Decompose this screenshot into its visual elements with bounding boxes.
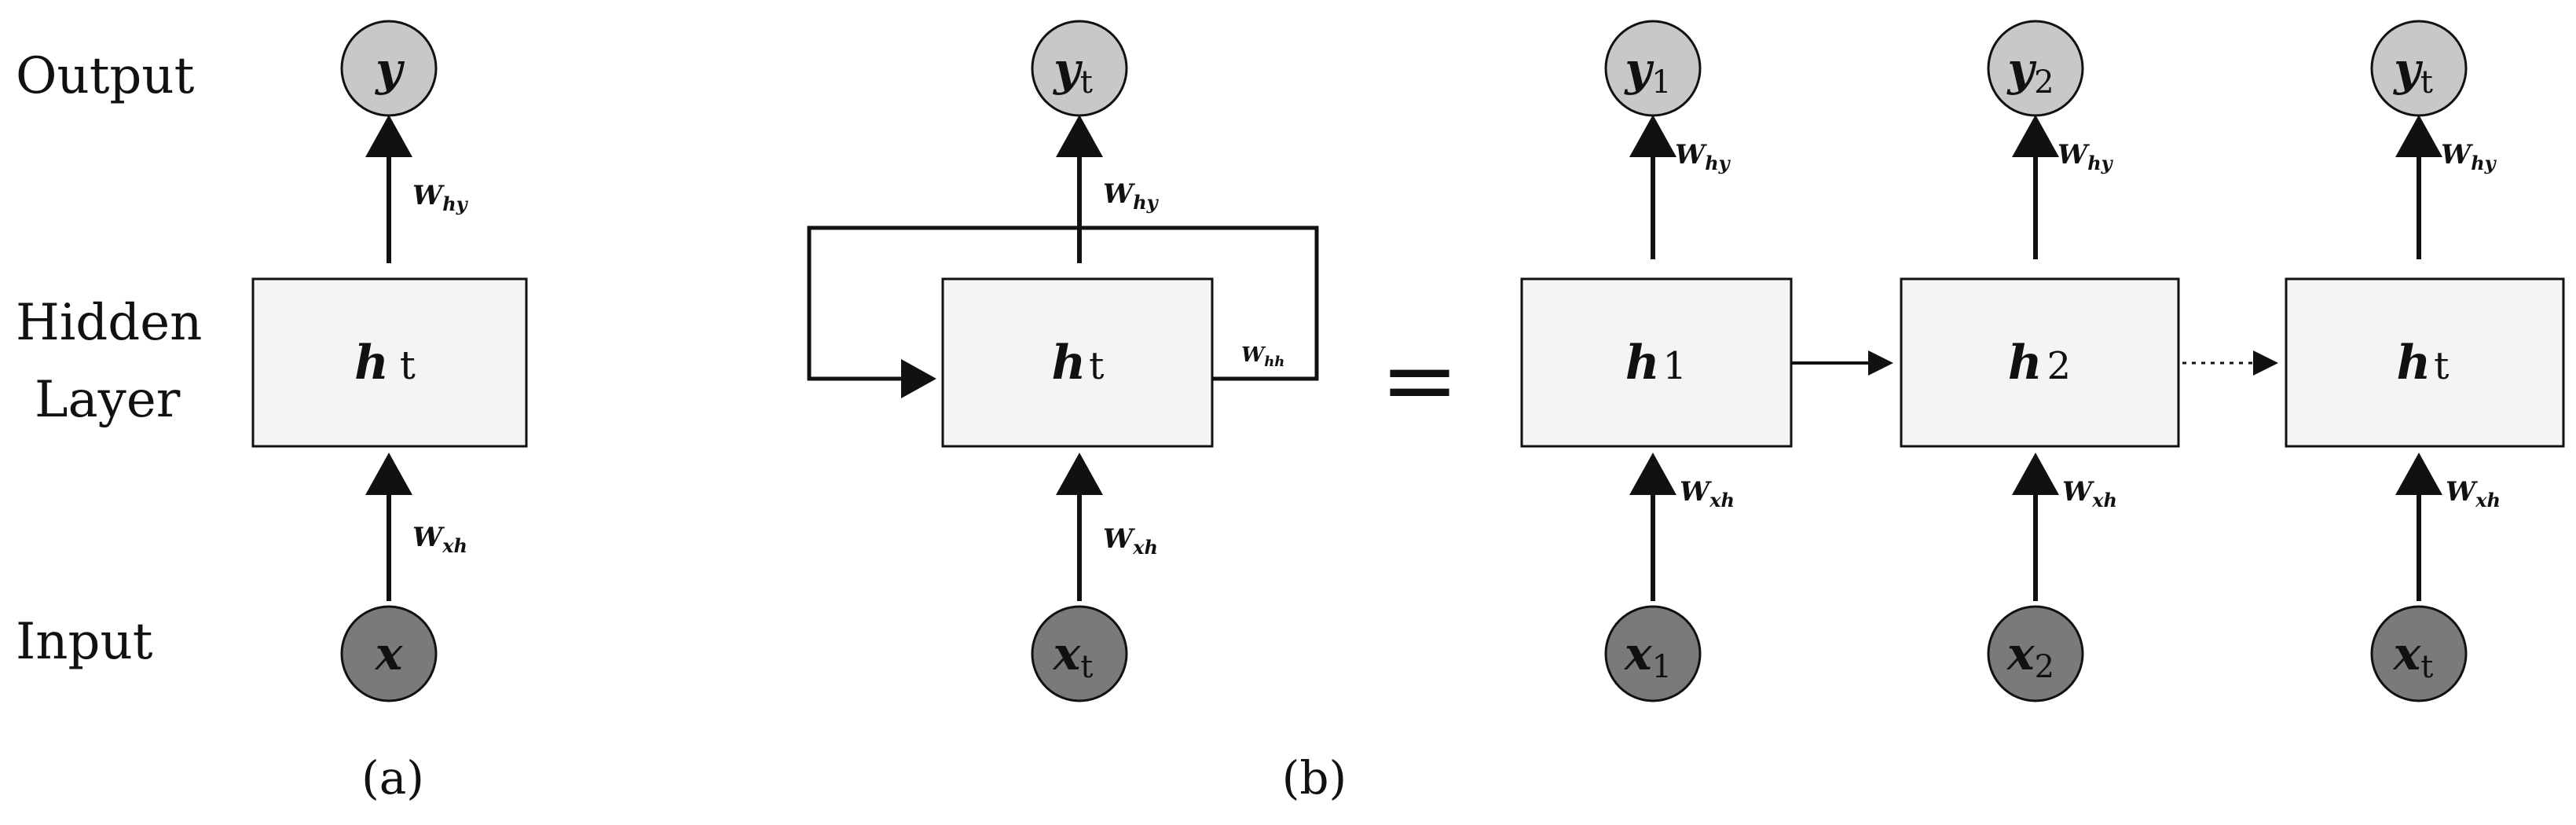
output-node-1-label: y1 [1623,42,1671,101]
unfolded-step-t: yt Why ht Wxh xt [2285,20,2565,702]
hidden-box-2 [1900,277,2180,448]
row-label-input: Input [16,613,153,671]
weight-label-xh-a: Wxh [412,522,467,557]
hidden-box-1-label: h1 [1625,336,1687,390]
equals-sign: = [1380,326,1460,435]
diagram-b-folded: yt Why Whh ht Wxh xt [807,20,1319,702]
output-node-a-label: y [374,42,405,96]
weight-label-xh-1: Wxh [1680,476,1735,512]
input-node-b-label: xt [1052,627,1094,685]
recurrent-loop-connector [807,226,1319,381]
output-node-2-label: y2 [2006,42,2054,101]
output-node-t-label: yt [2392,42,2433,101]
hidden-box-1 [1520,277,1793,448]
caption-a: (a) [361,751,424,805]
hidden-box-t [2285,277,2565,448]
input-node-2-label: x2 [2006,627,2054,685]
hidden-box-a [251,277,528,448]
input-node-a [340,605,438,702]
weight-label-xh-2: Wxh [2062,476,2117,512]
weight-label-xh-t: Wxh [2446,476,2501,512]
row-label-hidden-line2: Layer [35,371,181,429]
input-node-b [1031,605,1128,702]
input-node-t [2370,605,2468,702]
weight-label-xh-b: Wxh [1103,523,1158,559]
input-node-1-label: x1 [1623,627,1672,685]
hidden-box-b [941,277,1214,448]
row-label-output: Output [16,47,195,105]
output-node-b-label: yt [1052,42,1093,101]
row-label-hidden-line1: Hidden [16,294,202,352]
input-node-t-label: xt [2392,627,2434,685]
input-node-a-label: x [374,627,404,680]
unfolded-step-1: y1 Why h1 Wxh x1 [1520,20,1793,702]
hidden-box-t-label: ht [2397,336,2450,390]
hidden-box-b-label: ht [1052,336,1105,390]
input-node-1 [1604,605,1702,702]
weight-label-hy-2: Why [2058,139,2114,174]
weight-label-hy-b: Why [1103,178,1160,214]
weight-label-hy-a: Why [412,180,469,215]
caption-b: (b) [1282,751,1347,805]
weight-label-hy-t: Why [2441,139,2497,174]
input-node-2 [1987,605,2084,702]
weight-label-hh-b: Whh [1241,343,1284,370]
weight-label-hy-1: Why [1675,139,1731,174]
